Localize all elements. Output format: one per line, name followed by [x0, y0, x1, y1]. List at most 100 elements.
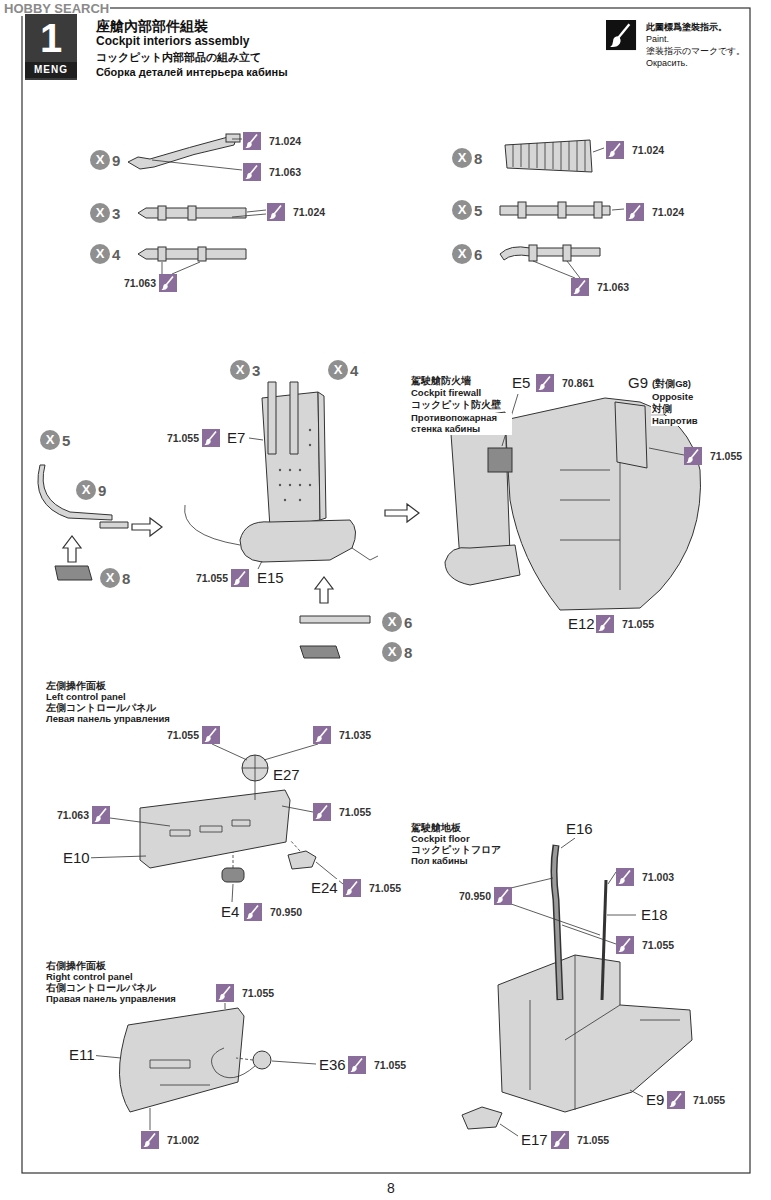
control-stick	[554, 845, 560, 1000]
buckle	[563, 245, 571, 261]
quantity-callout: X8	[382, 642, 412, 662]
section-label: コックピットフロア	[410, 845, 502, 856]
section-label: 駕駛艙地板	[410, 823, 462, 834]
part-number: E9	[645, 1091, 665, 1108]
callout-letter: X	[100, 568, 120, 588]
page-number: 8	[386, 1180, 396, 1196]
paint-code: 71.055	[709, 450, 743, 462]
callout-letter: X	[90, 244, 110, 264]
buckle	[558, 202, 566, 218]
callout-letter: X	[230, 360, 250, 380]
paint-icon	[571, 278, 589, 296]
cylinder-part	[222, 868, 244, 882]
paint-icon	[343, 879, 361, 897]
callout-number: 8	[122, 570, 130, 587]
panel-detail	[170, 820, 250, 836]
paint-code: 71.055	[166, 432, 200, 444]
buckle	[188, 206, 196, 220]
section-label: (對側G8)	[651, 379, 692, 390]
right-panel	[119, 1008, 244, 1112]
paint-code: 70.950	[269, 906, 303, 918]
part-number: E18	[640, 906, 669, 923]
title-line: コックピット内部部品の組み立て	[95, 51, 262, 64]
quantity-callout: X9	[90, 150, 120, 170]
firewall	[505, 398, 701, 610]
seat-pan	[240, 520, 356, 562]
callout-letter: X	[452, 244, 472, 264]
paint-code: 71.024	[292, 206, 326, 218]
legend-text: 塗装指示のマークです。	[645, 46, 746, 56]
leader-line	[249, 394, 684, 569]
paint-code: 71.055	[241, 987, 275, 999]
callout-number: 3	[112, 205, 120, 222]
paint-icons	[92, 132, 702, 1149]
buckle	[226, 134, 240, 142]
part-number: E12	[567, 615, 596, 632]
callout-number: 4	[350, 362, 358, 379]
paint-code: 71.002	[166, 1134, 200, 1146]
paint-icon	[159, 274, 177, 292]
assembly-arrow	[132, 518, 162, 536]
belt	[300, 616, 370, 623]
quantity-callout: X4	[90, 244, 120, 264]
part-number: G9	[627, 374, 649, 391]
section-label: 右側コントロールパネル	[45, 983, 157, 994]
paint-code: 71.055	[368, 882, 402, 894]
lap-belt	[185, 505, 378, 560]
callout-letter: X	[382, 612, 402, 632]
paint-icon	[244, 903, 262, 921]
paint-icon	[536, 374, 554, 392]
section-label: コックピット防火壁	[410, 400, 502, 411]
callout-letter: X	[76, 480, 96, 500]
step-title: 座艙內部部件組裝	[95, 18, 209, 34]
section-label: Напротив	[651, 416, 699, 427]
paint-code: 71.063	[56, 809, 90, 821]
paint-code: 71.024	[268, 135, 302, 147]
callout-letter: X	[90, 150, 110, 170]
paint-code: 71.055	[166, 729, 200, 741]
paint-code: 71.055	[576, 1134, 610, 1146]
section-label: Правая панель управления	[45, 994, 177, 1005]
section-label: 右側操作面板	[45, 961, 107, 972]
paint-icon	[616, 868, 634, 886]
rudder-pedals	[462, 1107, 502, 1129]
cockpit-floor	[498, 955, 692, 1112]
leader-line	[494, 838, 643, 1136]
leader-line	[90, 1003, 316, 1130]
section-label: Right control panel	[45, 972, 134, 983]
callout-number: 9	[98, 482, 106, 499]
callout-letter: X	[452, 148, 472, 168]
callout-number: 5	[62, 432, 70, 449]
paint-icon	[202, 726, 220, 744]
section-label: Пол кабины	[410, 856, 469, 867]
buckle	[594, 202, 602, 218]
paint-icon	[92, 806, 110, 824]
paint-code: 71.024	[631, 144, 665, 156]
harness-part	[128, 137, 236, 169]
paint-icon	[231, 569, 249, 587]
buckle	[529, 245, 537, 261]
quantity-callout: X8	[100, 568, 130, 588]
buckle	[518, 202, 526, 218]
paint-code: 70.861	[561, 377, 595, 389]
paint-code: 71.063	[123, 277, 157, 289]
paint-icon	[313, 803, 331, 821]
section-label: Cockpit floor	[410, 834, 471, 845]
quantity-callout: X6	[452, 244, 482, 264]
section-label: Противопожарная стенка кабины	[410, 413, 512, 435]
paint-code: 71.055	[338, 806, 372, 818]
paint-icon	[243, 163, 261, 181]
callout-number: 3	[252, 362, 260, 379]
step-number: 1	[25, 14, 77, 62]
ribbed-part	[505, 140, 592, 172]
section-label: Opposite	[651, 392, 694, 403]
quantity-callout: X6	[382, 612, 412, 632]
paint-code: 71.035	[338, 729, 372, 741]
part-number: E24	[310, 879, 339, 896]
paint-icon	[348, 1056, 366, 1074]
trim-wheel	[242, 755, 268, 781]
part-number: E7	[226, 429, 246, 446]
callout-letter: X	[452, 200, 472, 220]
seat-pan	[445, 545, 520, 585]
part-number: E15	[256, 569, 285, 586]
